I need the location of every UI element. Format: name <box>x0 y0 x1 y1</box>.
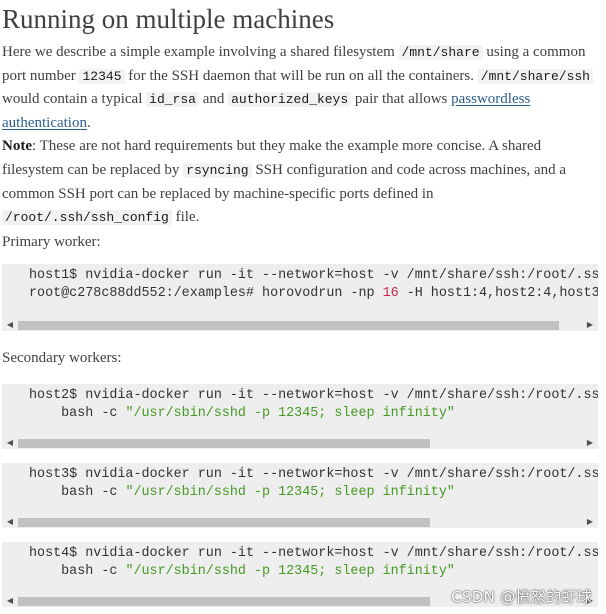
scrollbar-thumb[interactable] <box>18 517 430 527</box>
inline-code-mnt-share: /mnt/share <box>398 45 483 60</box>
intro-text: and <box>198 91 229 108</box>
page-title: Running on multiple machines <box>2 4 335 34</box>
intro-text: Here we describe a simple example involv… <box>2 44 399 60</box>
inline-code-ssh-config: /root/.ssh/ssh_config <box>2 210 172 226</box>
code-block-secondary-host2: host2$ nvidia-docker run -it --network=h… <box>2 383 598 449</box>
scroll-left-arrow-icon[interactable]: ◀ <box>6 595 14 605</box>
intro-text: pair that allows <box>351 91 452 108</box>
code-block-primary: host1$ nvidia-docker run -it --network=h… <box>2 263 598 331</box>
code-block-secondary-host3: host3$ nvidia-docker run -it --network=h… <box>2 462 598 528</box>
code-secondary-text: host4$ nvidia-docker run -it --network=h… <box>2 542 598 582</box>
code-line-prefix: bash -c <box>29 564 126 580</box>
inline-code-rsyncing: rsyncing <box>183 162 252 178</box>
scroll-left-arrow-icon[interactable]: ◀ <box>6 437 14 447</box>
scroll-left-arrow-icon[interactable]: ◀ <box>6 516 14 526</box>
primary-worker-label: Primary worker: <box>2 233 101 250</box>
passwordless-authentication-link[interactable]: passwordless authentication <box>2 91 531 131</box>
scroll-right-arrow-icon[interactable]: ▶ <box>586 319 594 329</box>
code-block-secondary-host4: host4$ nvidia-docker run -it --network=h… <box>2 541 598 607</box>
intro-text: for the SSH daemon that will be run on a… <box>124 67 478 84</box>
code-line: host3$ nvidia-docker run -it --network=h… <box>29 466 598 482</box>
code-line: host4$ nvidia-docker run -it --network=h… <box>29 545 598 561</box>
code-line: host2$ nvidia-docker run -it --network=h… <box>29 387 598 403</box>
scrollbar-thumb[interactable] <box>18 320 559 330</box>
csdn-watermark: CSDN @愤怒的虾球 <box>451 588 592 606</box>
code-secondary-text: host3$ nvidia-docker run -it --network=h… <box>2 463 598 503</box>
code-string: "/usr/sbin/sshd -p 12345; sleep infinity… <box>125 406 455 422</box>
intro-text: . <box>86 114 91 131</box>
scroll-right-arrow-icon[interactable]: ▶ <box>586 595 594 605</box>
inline-code-ssh-dir: /mnt/share/ssh <box>477 68 593 84</box>
inline-code-authorized-keys: authorized_keys <box>228 92 352 108</box>
scrollbar-thumb[interactable] <box>18 596 430 606</box>
note-label: Note <box>2 138 32 155</box>
note-text: : These are not hard requirements but th… <box>2 138 542 178</box>
intro-text: would contain a typical <box>2 91 147 108</box>
horizontal-scrollbar[interactable]: ◀ ▶ <box>2 593 598 607</box>
code-secondary-text: host2$ nvidia-docker run -it --network=h… <box>2 384 598 424</box>
note-text: SSH configuration and code across machin… <box>2 161 567 202</box>
code-line: host1$ nvidia-docker run -it --network=h… <box>29 267 598 283</box>
code-number: 16 <box>382 286 399 302</box>
code-primary-text: host1$ nvidia-docker run -it --network=h… <box>2 264 598 304</box>
code-line-prefix: bash -c <box>29 485 126 501</box>
intro-paragraph: Here we describe a simple example involv… <box>2 41 606 135</box>
scroll-left-arrow-icon[interactable]: ◀ <box>6 319 14 329</box>
note-text: file. <box>171 209 200 226</box>
inline-code-id-rsa: id_rsa <box>146 92 199 108</box>
code-line-prefix: root@c278c88dd552:/examples# horovodrun … <box>29 286 383 302</box>
secondary-workers-label: Secondary workers: <box>2 349 122 366</box>
code-line-prefix: bash -c <box>29 406 126 422</box>
inline-code-port: 12345 <box>79 68 125 84</box>
scroll-right-arrow-icon[interactable]: ▶ <box>586 516 594 526</box>
code-string: "/usr/sbin/sshd -p 12345; sleep infinity… <box>125 564 455 580</box>
scroll-right-arrow-icon[interactable]: ▶ <box>586 437 594 447</box>
horizontal-scrollbar[interactable]: ◀ ▶ <box>2 435 598 449</box>
intro-text: using a common port number <box>2 44 586 84</box>
horizontal-scrollbar[interactable]: ◀ ▶ <box>2 317 598 331</box>
code-string: "/usr/sbin/sshd -p 12345; sleep infinity… <box>125 485 455 501</box>
scrollbar-thumb[interactable] <box>18 438 430 448</box>
note-paragraph: Note: These are not hard requirements bu… <box>2 135 606 229</box>
horizontal-scrollbar[interactable]: ◀ ▶ <box>2 514 598 528</box>
code-line-suffix: -H host1:4,host2:4,host3:4,h <box>406 286 598 302</box>
